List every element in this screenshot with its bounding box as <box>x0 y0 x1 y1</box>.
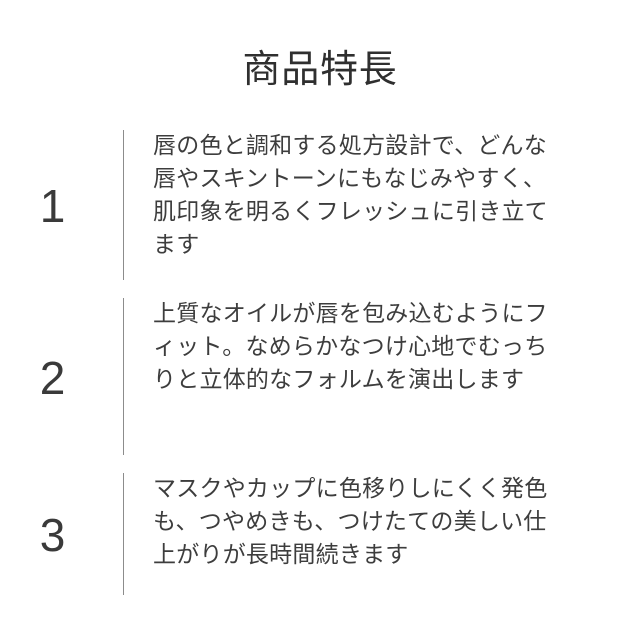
feature-description: 唇の色と調和する処方設計で、どんな唇やスキントーンにもなじみやすく、肌印象を明る… <box>153 132 548 257</box>
feature-list: 1 唇の色と調和する処方設計で、どんな唇やスキントーンにもなじみやすく、肌印象を… <box>0 122 640 605</box>
feature-divider <box>123 298 124 455</box>
feature-number: 3 <box>39 509 66 561</box>
feature-item: 3 マスクやカップに色移りしにくく発色も、つやめきも、つけたての美しい仕上がりが… <box>0 465 640 605</box>
feature-item: 2 上質なオイルが唇を包み込むようにフィット。なめらかなつけ心地でむっちりと立体… <box>0 290 640 465</box>
feature-description: マスクやカップに色移りしにくく発色も、つやめきも、つけたての美しい仕上がりが長時… <box>153 475 548 567</box>
feature-item: 1 唇の色と調和する処方設計で、どんな唇やスキントーンにもなじみやすく、肌印象を… <box>0 122 640 290</box>
feature-number: 2 <box>39 351 66 404</box>
feature-description: 上質なオイルが唇を包み込むようにフィット。なめらかなつけ心地でむっちりと立体的な… <box>153 300 548 392</box>
page-title: 商品特長 <box>242 49 398 91</box>
feature-divider <box>123 473 124 595</box>
feature-divider <box>123 130 124 280</box>
feature-number: 1 <box>39 180 66 232</box>
